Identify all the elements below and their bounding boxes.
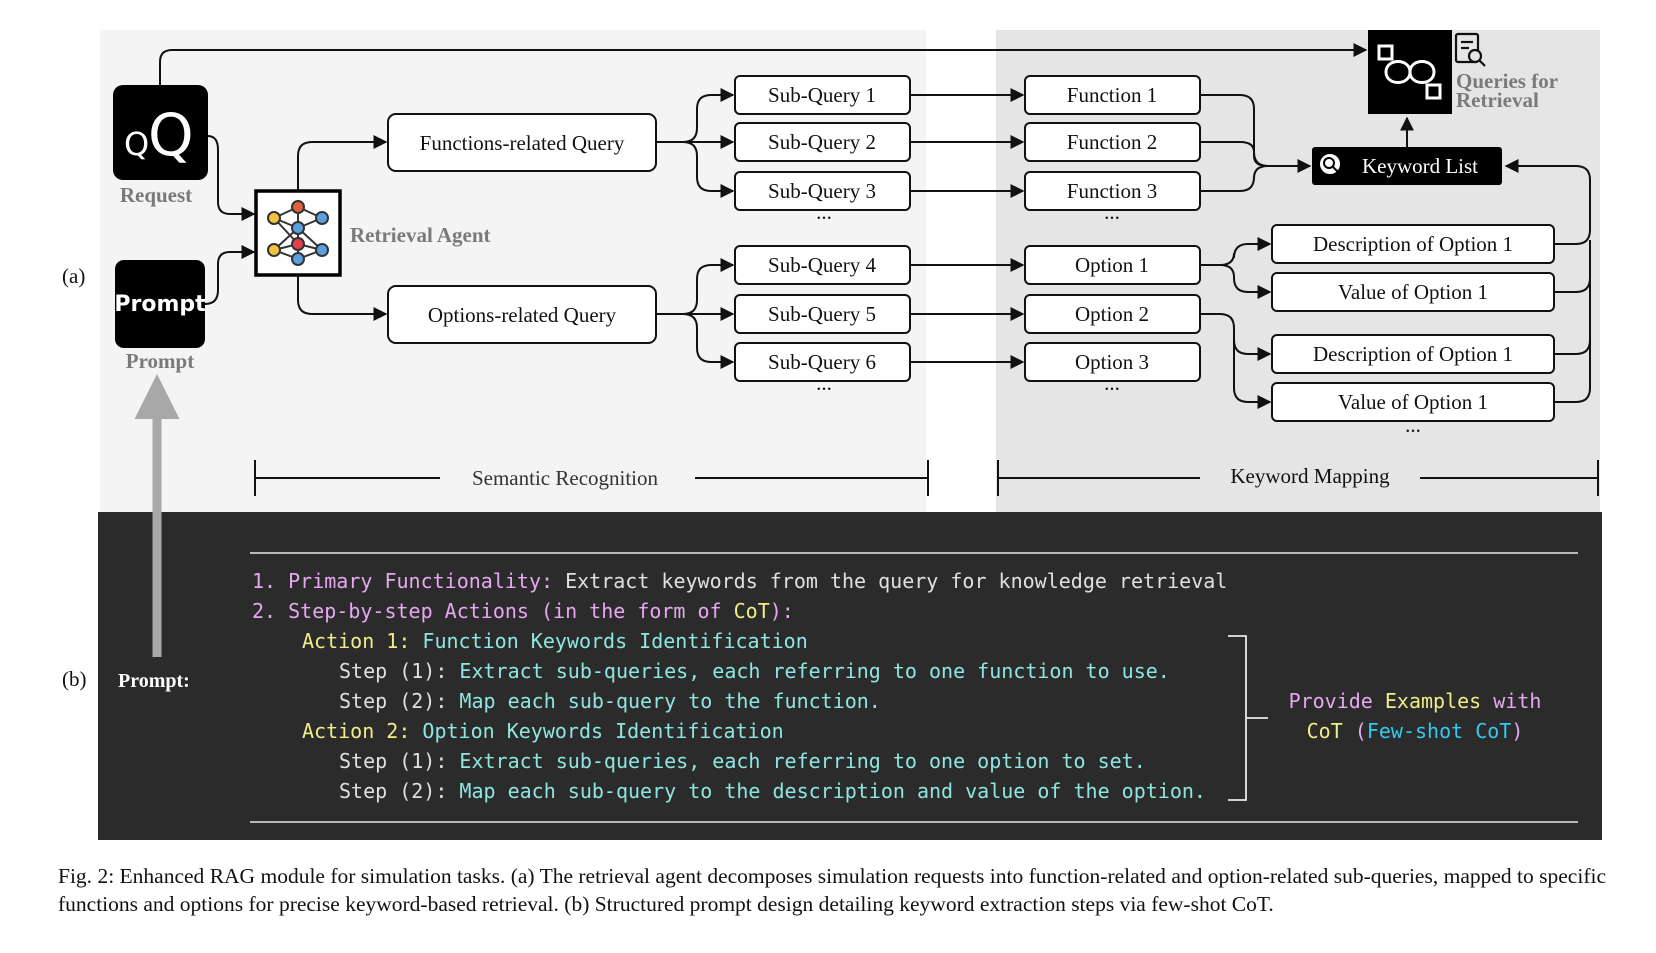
panel-b-label: (b) [62, 667, 87, 691]
semantic-recognition-label: Semantic Recognition [472, 466, 659, 490]
prompt-panel [98, 512, 1602, 840]
keyword-mapping-bracket [997, 460, 1599, 496]
retrieval-label: Retrieval [1456, 88, 1539, 112]
action2-line: Action 2: Option Keywords Identification [302, 719, 784, 743]
sub-query-label: Sub-Query 3 [768, 179, 876, 203]
primary-functionality-line: 1. Primary Functionality: Extract keywor… [252, 569, 1227, 593]
semantic-recognition-bracket [254, 460, 929, 496]
request-icon-big-q: Q [148, 101, 194, 169]
function-label: Function 2 [1067, 130, 1157, 154]
sub-query-label: Sub-Query 6 [768, 350, 876, 374]
prompt-label: Prompt [126, 349, 194, 373]
sub-query-label: Sub-Query 2 [768, 130, 876, 154]
option-label: Option 1 [1075, 253, 1149, 277]
option-box [1024, 342, 1201, 382]
examples-line-1: Provide Examples with [1289, 689, 1542, 713]
examples-bracket [1228, 635, 1268, 801]
action1-line: Action 1: Function Keywords Identificati… [302, 629, 808, 653]
function-label: Function 3 [1067, 179, 1157, 203]
queries-for-label: Queries for [1456, 69, 1558, 93]
action1-step2-line: Step (2): Map each sub-query to the func… [339, 689, 881, 713]
document-search-icon [1454, 32, 1486, 67]
prompt-icon-text: Prompt [114, 292, 206, 317]
ellipsis: ... [816, 200, 832, 224]
retrieval-agent-label: Retrieval Agent [350, 223, 491, 247]
request-icon-small-q: Q [124, 125, 149, 163]
option-label: Option 2 [1075, 302, 1149, 326]
neural-network-icon [267, 200, 329, 266]
request-icon [113, 85, 208, 180]
figure-caption: Fig. 2: Enhanced RAG module for simulati… [58, 864, 1606, 916]
keyword-mapping-label: Keyword Mapping [1230, 464, 1390, 488]
option-detail-label: Description of Option 1 [1313, 342, 1513, 366]
prompt-heading: Prompt: [118, 670, 190, 692]
prompt-icon [115, 260, 205, 348]
sub-query-label: Sub-Query 1 [768, 83, 876, 107]
ellipsis: ... [1104, 200, 1120, 224]
option-label: Option 3 [1075, 350, 1149, 374]
action1-step1-line: Step (1): Extract sub-queries, each refe… [339, 659, 1170, 683]
sub-query-label: Sub-Query 5 [768, 302, 876, 326]
examples-line-2: CoT (Few-shot CoT) [1307, 719, 1524, 743]
ellipsis: ... [1405, 413, 1421, 437]
option-detail-label: Value of Option 1 [1338, 280, 1488, 304]
ellipsis: ... [816, 371, 832, 395]
options-query-label: Options-related Query [428, 303, 617, 327]
request-label: Request [120, 183, 192, 207]
functions-query-label: Functions-related Query [420, 131, 625, 155]
ellipsis: ... [1104, 371, 1120, 395]
keyword-list-box [1312, 147, 1502, 185]
action2-step2-line: Step (2): Map each sub-query to the desc… [339, 779, 1206, 803]
keyword-list-label: Keyword List [1362, 154, 1478, 178]
action2-step1-line: Step (1): Extract sub-queries, each refe… [339, 749, 1146, 773]
function-label: Function 1 [1067, 83, 1157, 107]
infinity-icon [1377, 44, 1442, 100]
step-by-step-line: 2. Step-by-step Actions (in the form of … [252, 599, 794, 623]
option-detail-label: Description of Option 1 [1313, 232, 1513, 256]
option-detail-label: Value of Option 1 [1338, 390, 1488, 414]
sub-query-label: Sub-Query 4 [768, 253, 876, 277]
panel-a-label: (a) [62, 264, 85, 288]
